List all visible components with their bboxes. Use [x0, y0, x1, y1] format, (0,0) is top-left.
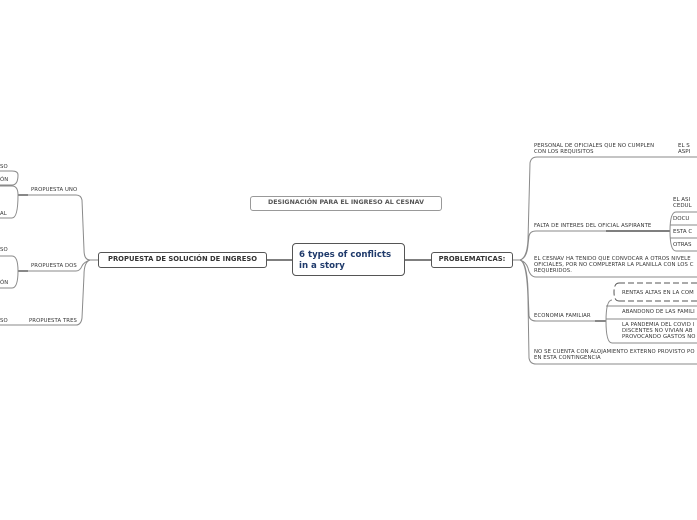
main-topic-problematicas-label: PROBLEMATICAS: — [438, 255, 506, 263]
leaf[interactable]: LA PANDEMIA DEL COVID I — [622, 322, 695, 328]
leaf[interactable]: EL S — [678, 143, 690, 149]
main-topic-propuesta[interactable]: PROPUESTA DE SOLUCIÓN DE INGRESO — [98, 252, 267, 268]
subtopic-line: EL CESNAV HA TENIDO QUE CONVOCAR A OTROS… — [534, 256, 691, 262]
subtopic-propuesta-dos[interactable]: PROPUESTA DOS — [31, 263, 77, 269]
central-topic-line1: 6 types of conflicts — [299, 250, 392, 260]
leaf[interactable]: ÓN — [0, 177, 9, 183]
central-topic[interactable]: 6 types of conflicts in a story — [292, 243, 405, 276]
title-note-text: DESIGNACIÓN PARA EL INGRESO AL CESNAV — [268, 199, 424, 206]
central-topic-line2: in a story — [299, 260, 345, 271]
main-topic-problematicas[interactable]: PROBLEMATICAS: — [431, 252, 513, 268]
subtopic-propuesta-tres[interactable]: PROPUESTA TRES — [29, 318, 77, 324]
subtopic-falta-interes[interactable]: FALTA DE INTERES DEL OFICIAL ASPIRANTE — [534, 223, 652, 229]
subtopic-line: REQUERIDOS. — [534, 268, 573, 274]
subtopic-line: PERSONAL DE OFICIALES QUE NO CUMPLEN — [534, 143, 655, 149]
main-topic-propuesta-label: PROPUESTA DE SOLUCIÓN DE INGRESO — [107, 255, 258, 263]
leaf[interactable]: SO — [0, 164, 8, 170]
subtopic-propuesta-uno[interactable]: PROPUESTA UNO — [31, 187, 78, 193]
leaf[interactable]: DISCENTES NO VIVIAN AB — [622, 328, 693, 334]
leaf[interactable]: ABANDONO DE LAS FAMILI — [622, 309, 695, 315]
title-note[interactable]: DESIGNACIÓN PARA EL INGRESO AL CESNAV — [250, 196, 442, 211]
subtopic-line: CON LOS REQUISITOS — [534, 149, 594, 155]
leaf[interactable]: CEDUL — [673, 203, 692, 209]
leaf[interactable]: OTRAS — [673, 242, 692, 248]
subtopic-economia-familiar[interactable]: ECONOMIA FAMILIAR — [534, 313, 591, 319]
leaf[interactable]: EL ASI — [673, 197, 691, 203]
leaf[interactable]: DOCU — [673, 216, 690, 222]
subtopic-line: EN ESTA CONTINGENCIA — [534, 355, 601, 361]
leaf[interactable]: ÓN — [0, 280, 9, 286]
subtopic-line: NO SE CUENTA CON ALOJAMIENTO EXTERNO PRO… — [534, 349, 695, 355]
leaf[interactable]: SO — [0, 318, 8, 324]
subtopic-line: OFICIALES, POR NO COMPLERTAR LA PLANILLA… — [534, 262, 694, 268]
leaf[interactable]: AL — [0, 211, 7, 217]
leaf[interactable]: ASPI — [678, 149, 691, 155]
leaf[interactable]: ESTA C — [673, 229, 693, 235]
leaf[interactable]: SO — [0, 247, 8, 253]
leaf[interactable]: PROVOCANDO GASTOS NO — [622, 334, 696, 340]
leaf-selected[interactable]: RENTAS ALTAS EN LA COM — [622, 290, 694, 296]
